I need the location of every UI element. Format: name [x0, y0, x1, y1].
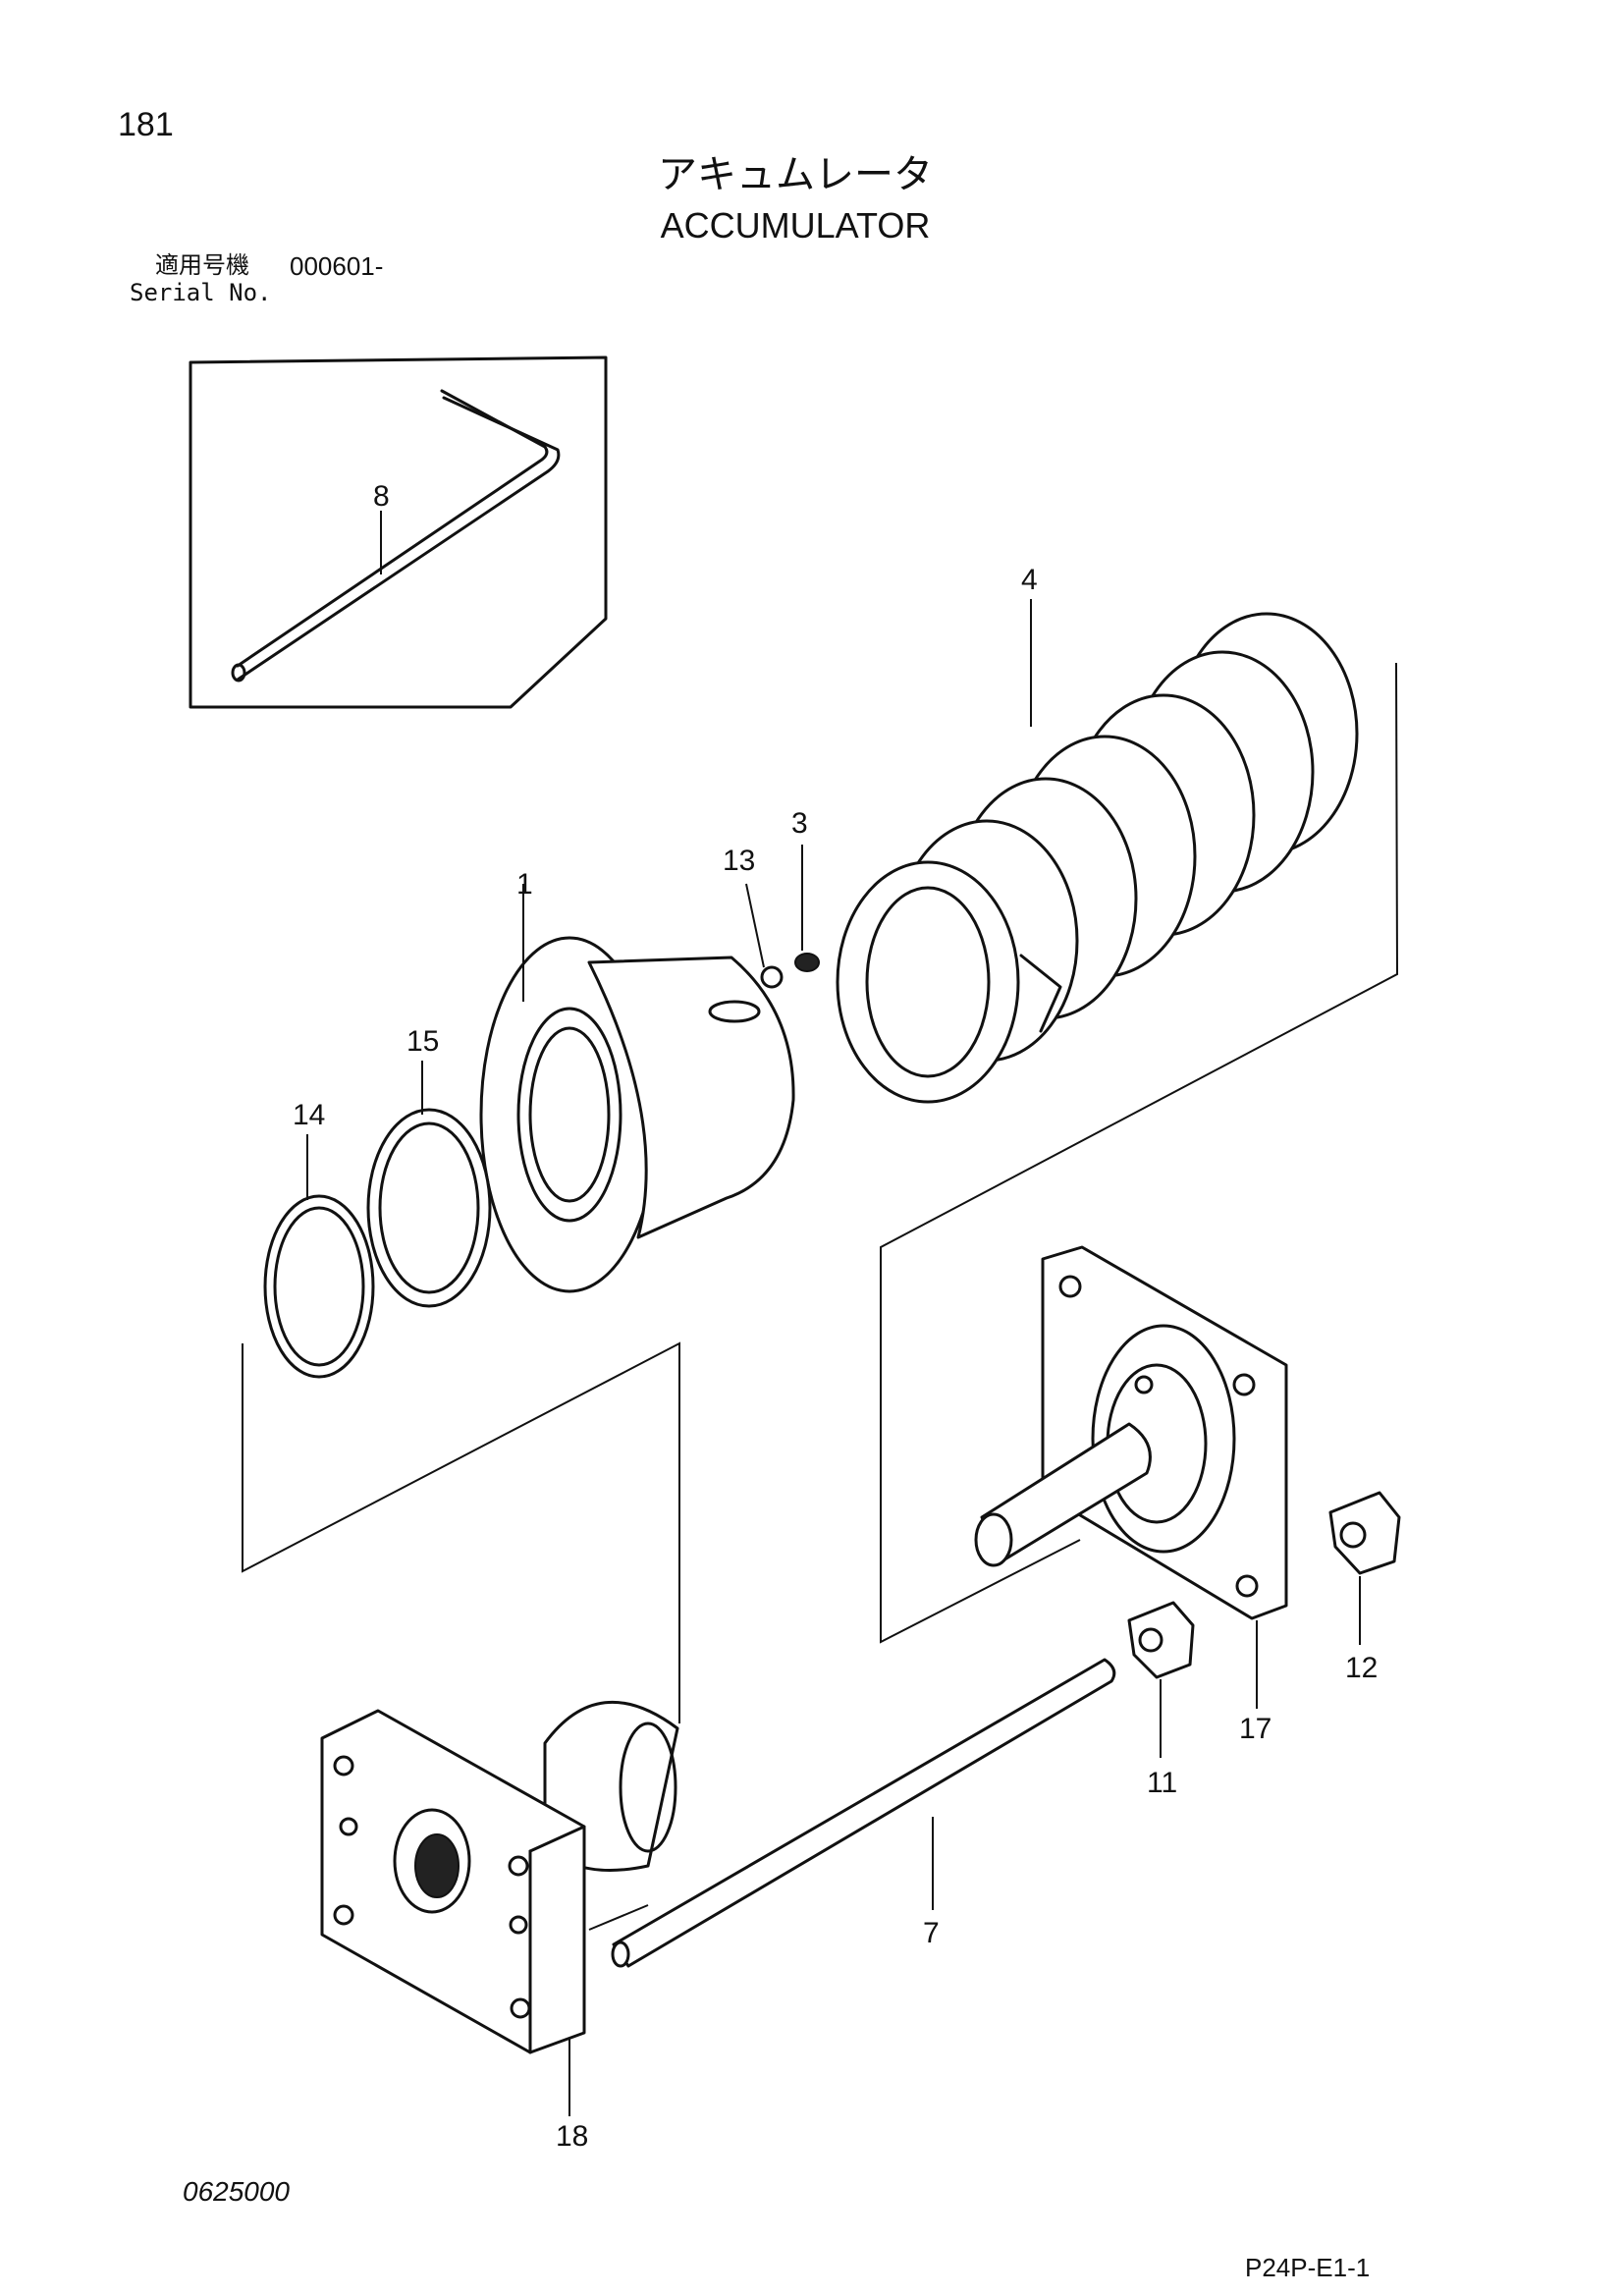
page-number: 181: [118, 106, 174, 143]
callout-14: 14: [293, 1099, 325, 1131]
callout-11: 11: [1147, 1767, 1177, 1799]
callout-3: 3: [791, 807, 808, 840]
part-12-nut: [1328, 1491, 1401, 1645]
callout-15: 15: [406, 1025, 439, 1058]
part-8-hex-wrench-inset: [189, 355, 608, 709]
title-english: ACCUMULATOR: [660, 205, 931, 246]
callout-8: 8: [373, 480, 390, 513]
callout-13: 13: [723, 845, 755, 877]
part-18-end-flange: [320, 1700, 679, 2116]
projection-lines: [242, 662, 1399, 1931]
part-14-backup-ring: [263, 1134, 375, 1379]
callout-7: 7: [923, 1917, 940, 1949]
drawing-code: 0625000: [183, 2176, 291, 2207]
part-7-tie-rod: [611, 1658, 1116, 1968]
serial-label-english: Serial No.: [130, 279, 272, 306]
part-17-rod-flange: [974, 1245, 1288, 1709]
callout-4: 4: [1021, 564, 1038, 596]
callout-1: 1: [516, 868, 533, 901]
part-13-steel-ball: [745, 883, 784, 989]
callout-12: 12: [1345, 1652, 1378, 1684]
serial-label-japanese: 適用号機: [155, 251, 249, 279]
callout-labels: 8 4 3 13 1 15 14 12 17 11 7 18: [293, 480, 1378, 2153]
callout-17: 17: [1239, 1713, 1271, 1745]
callout-18: 18: [556, 2120, 588, 2153]
part-4-coil-spring: [836, 599, 1359, 1104]
part-15-seal-ring: [366, 1061, 492, 1308]
page-reference: P24P-E1-1: [1245, 2253, 1371, 2282]
part-3-set-screw: [794, 845, 820, 972]
part-1-housing: [479, 884, 795, 1293]
part-11-nut: [1127, 1601, 1195, 1758]
title-japanese: アキュムレータ: [658, 152, 933, 197]
serial-number-value: 000601-: [290, 251, 384, 281]
